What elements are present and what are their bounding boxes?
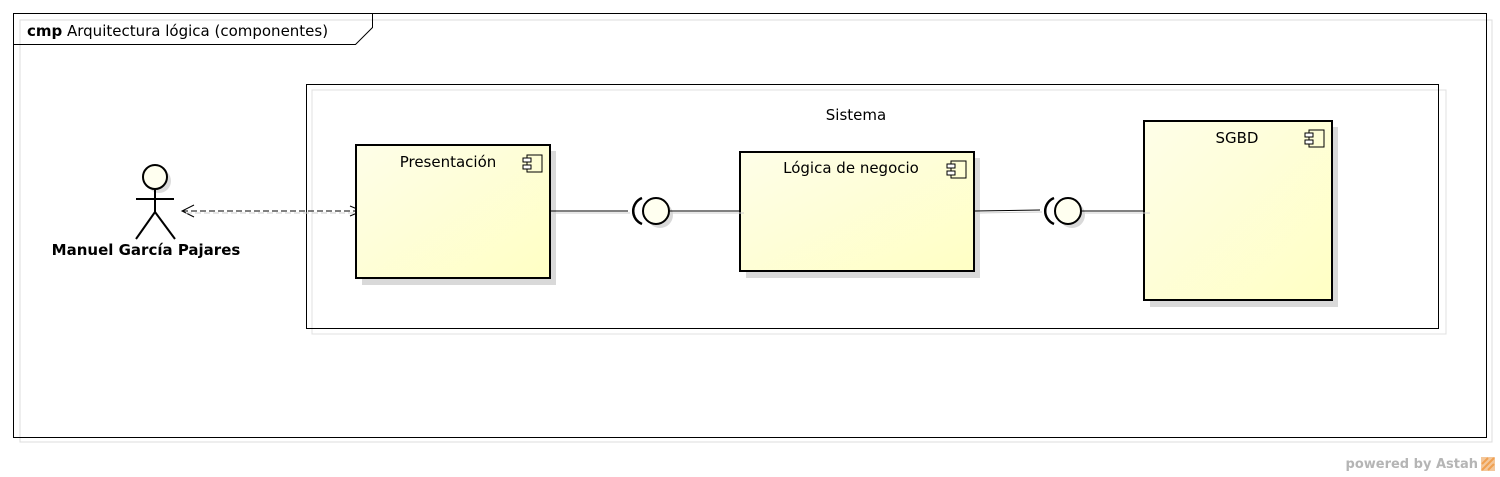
required-interface-icon bbox=[1044, 196, 1055, 226]
component-icon bbox=[946, 160, 967, 179]
component-logica-de-negocio[interactable]: Lógica de negocio bbox=[739, 151, 980, 278]
component-presentacion[interactable]: Presentación bbox=[355, 144, 556, 285]
required-interface-icon bbox=[632, 196, 643, 226]
astah-logo-icon bbox=[1481, 457, 1495, 471]
component-name: Lógica de negocio bbox=[783, 159, 919, 177]
component-name: Presentación bbox=[400, 153, 497, 171]
component-icon bbox=[1304, 129, 1325, 148]
actor[interactable]: Manuel García Pajares bbox=[52, 164, 241, 259]
frame-title: Arquitectura lógica (componentes) bbox=[67, 22, 328, 40]
component-sgbd[interactable]: SGBD bbox=[1143, 120, 1338, 307]
frame-keyword: cmp bbox=[27, 22, 63, 40]
astah-watermark: powered by Astah bbox=[1346, 457, 1495, 472]
provided-interface-icon bbox=[1054, 197, 1082, 225]
component-icon bbox=[522, 154, 543, 173]
interface-presentacion-logica[interactable] bbox=[551, 196, 744, 228]
provided-interface-icon bbox=[642, 197, 670, 225]
watermark-text: powered by Astah bbox=[1346, 457, 1478, 472]
diagram-frame: cmp Arquitectura lógica (componentes) bbox=[13, 13, 1493, 443]
interface-logica-sgbd[interactable] bbox=[974, 196, 1150, 228]
system-label: Sistema bbox=[826, 106, 886, 124]
actor-presentacion-dependency[interactable] bbox=[180, 204, 366, 218]
actor-stick-figure-icon bbox=[135, 164, 176, 240]
component-name: SGBD bbox=[1216, 129, 1259, 147]
system-boundary[interactable]: Sistema bbox=[306, 84, 1447, 335]
actor-name: Manuel García Pajares bbox=[52, 241, 241, 259]
